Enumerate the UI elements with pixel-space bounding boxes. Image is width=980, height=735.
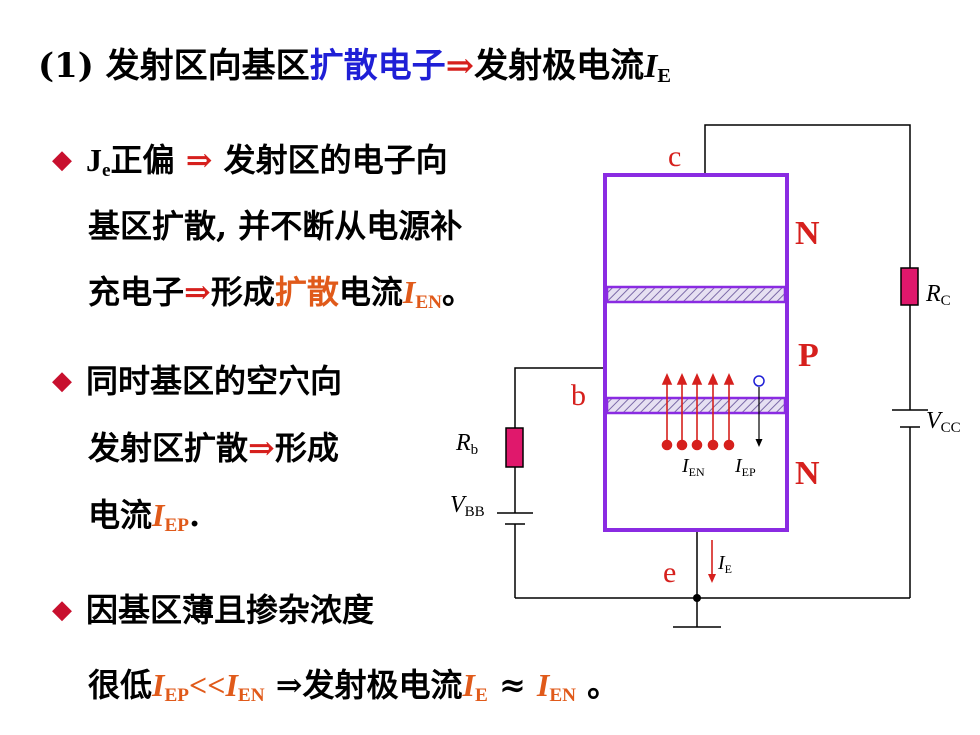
- diamond-bullet-icon: ◆: [52, 366, 72, 396]
- je-symbol: J: [86, 142, 102, 178]
- bullet2-arrow: ⇒: [248, 429, 275, 467]
- circuit-wires: [514, 124, 911, 628]
- collector-label: c: [668, 140, 681, 173]
- ie-symbol: I: [462, 667, 475, 703]
- bullet3-arrow: ⇒: [264, 666, 303, 704]
- hole-diffusion-arrow: [753, 375, 765, 447]
- bullet2-line1-text: 同时基区的空穴向: [86, 362, 343, 400]
- bullet1-text1: 正偏: [110, 141, 175, 179]
- iep-sub: EP: [164, 684, 189, 706]
- bullet2-line1: ◆ 同时基区的空穴向: [52, 356, 342, 402]
- electron-diffusion-arrows: [661, 373, 735, 451]
- iep-sub: EP: [164, 514, 189, 536]
- approx-sign: ≈: [487, 666, 537, 704]
- ien-symbol: I: [225, 667, 238, 703]
- vcc-label: VCC: [926, 408, 961, 436]
- vbb-label: VBB: [450, 492, 485, 520]
- title-arrow: ⇒: [445, 46, 475, 86]
- ien-symbol: I: [402, 274, 416, 310]
- bullet2-line2b: 形成: [274, 429, 339, 467]
- title-current-sub: E: [657, 65, 672, 88]
- bullet3-line1-text: 因基区薄且掺杂浓度: [86, 591, 375, 629]
- bullet2-line3: 电流IEP.: [88, 490, 200, 537]
- bullet1-arrow2: ⇒: [184, 273, 211, 311]
- ien-symbol: I: [536, 667, 550, 703]
- vbb-battery-symbol: [497, 512, 533, 525]
- bullet3-line2: 很低IEP<<IEN ⇒发射极电流IE ≈ IEN 。: [88, 660, 619, 707]
- much-less-than: <<: [189, 667, 226, 703]
- title-current-symbol: I: [644, 48, 658, 85]
- n-region-bottom-label: N: [795, 455, 820, 492]
- bullet1-line3a: 充电子: [88, 273, 185, 311]
- base-label: b: [571, 379, 586, 412]
- ie-diagram-label: IE: [717, 552, 732, 576]
- ien-sub: EN: [549, 684, 577, 706]
- bullet1-end: 。: [441, 273, 474, 311]
- ien-diagram-label: IEN: [681, 455, 705, 479]
- bullet1-line3d: 电流: [338, 273, 403, 311]
- collector-junction: [605, 285, 787, 304]
- rc-resistor: [900, 267, 919, 306]
- bullet2-end: .: [189, 496, 201, 534]
- ien-sub: EN: [415, 291, 442, 313]
- title-prefix: (1) 发射区向基区: [38, 46, 310, 86]
- ie-current-arrow: [708, 540, 716, 583]
- diamond-bullet-icon: ◆: [52, 145, 72, 175]
- n-region-top-label: N: [795, 215, 820, 252]
- rb-resistor: [505, 427, 524, 468]
- ground-junction-dot: [693, 594, 701, 602]
- bullet3-line2a: 很低: [88, 666, 153, 704]
- bullet2-line2: 发射区扩散⇒形成: [88, 423, 339, 469]
- ie-sub: E: [475, 684, 488, 706]
- bullet1-line3b: 形成: [210, 273, 275, 311]
- je-sub: e: [102, 159, 111, 181]
- emitter-junction: [605, 396, 787, 415]
- bullet1-line3c: 扩散: [274, 273, 339, 311]
- slide-title: (1) 发射区向基区扩散电子⇒发射极电流IE: [38, 38, 671, 88]
- rb-label: Rb: [455, 430, 478, 458]
- bullet3-end: 。: [576, 666, 620, 704]
- title-highlight: 扩散电子: [309, 46, 446, 86]
- bullet1-line3: 充电子⇒形成扩散电流IEN。: [88, 267, 474, 314]
- bullet2-line3-text: 电流: [88, 496, 153, 534]
- bullet1-text2: 发射区的电子向: [212, 141, 448, 179]
- diamond-bullet-icon: ◆: [52, 595, 72, 625]
- iep-symbol: I: [152, 497, 165, 533]
- bullet1-line2: 基区扩散, 并不断从电源补: [88, 207, 463, 245]
- bullet1-arrow: ⇒: [185, 141, 213, 179]
- ien-sub: EN: [237, 684, 265, 706]
- p-region-label: P: [798, 337, 819, 374]
- emitter-label: e: [663, 556, 676, 589]
- iep-diagram-label: IEP: [734, 455, 756, 479]
- vcc-battery-symbol: [892, 409, 928, 428]
- bullet2-line2a: 发射区扩散: [88, 429, 249, 467]
- bullet3-line2b: 发射极电流: [302, 666, 463, 704]
- iep-symbol: I: [152, 667, 165, 703]
- rc-label: RC: [925, 281, 951, 309]
- bullet1-line1: ◆ Je正偏 ⇒ 发射区的电子向: [52, 135, 448, 182]
- bullet3-line1: ◆ 因基区薄且掺杂浓度: [52, 585, 374, 631]
- transistor-body: [603, 173, 789, 532]
- title-suffix: 发射极电流: [474, 46, 645, 86]
